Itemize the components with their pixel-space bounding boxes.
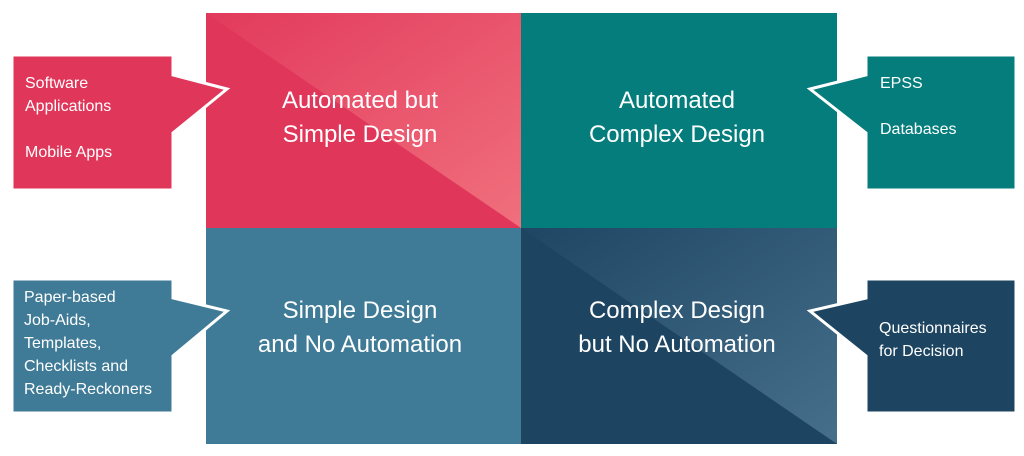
callout-bottom-right-box [806, 277, 1018, 415]
callout-bottom-left-line1: Paper-based [24, 289, 116, 306]
callout-top-right-box [806, 53, 1018, 192]
quadrant-bottom-right [521, 228, 837, 444]
quadrant-bottom-right-label-line1: Complex Design [588, 297, 766, 324]
callout-bottom-left-line4: Checklists and [24, 358, 129, 375]
callout-top-left-item1-line1: Software [25, 75, 89, 92]
callout-top-left-text: Software Applications Mobile Apps [25, 72, 112, 164]
callout-bottom-left-text: Paper-based Job-Aids, Templates, Checkli… [24, 286, 152, 401]
callout-bottom-right-line1: Questionnaires [879, 320, 987, 337]
callout-bottom-right-line2: for Decision [879, 343, 964, 360]
quadrant-bottom-right-highlight [521, 228, 837, 444]
quadrant-top-right-label: Automated Complex Design [562, 84, 792, 152]
quadrant-bottom-left-label-line1: Simple Design [282, 297, 438, 324]
callout-bottom-right-text: Questionnaires for Decision [879, 317, 987, 363]
quadrant-top-left-label-line1: Automated but [281, 87, 439, 114]
callout-bottom-left-box [10, 277, 231, 415]
quadrant-top-left-highlight [206, 13, 521, 228]
callout-top-right-text: EPSS Databases [880, 72, 957, 141]
callout-top-right-item2: Databases [880, 121, 957, 138]
callout-top-right-spacer [880, 95, 957, 118]
quadrant-bottom-left [206, 228, 521, 444]
callout-bottom-left-line5: Ready-Reckoners [24, 381, 153, 398]
quadrant-bottom-right-label-line2: but No Automation [578, 331, 776, 358]
callout-top-right-item1: EPSS [880, 75, 923, 92]
quadrant-top-left-label-line2: Simple Design [282, 121, 438, 148]
quadrant-bottom-left-label: Simple Design and No Automation [230, 294, 490, 362]
callout-top-left-item2: Mobile Apps [25, 144, 113, 161]
callout-top-left-item1-line2: Applications [25, 98, 112, 115]
quadrant-top-right [521, 13, 837, 228]
quadrant-bottom-left-label-line2: and No Automation [257, 331, 463, 358]
quadrant-bottom-right-label: Complex Design but No Automation [552, 294, 802, 362]
quadrant-top-right-label-line2: Complex Design [588, 121, 766, 148]
quadrant-top-right-label-line1: Automated [618, 87, 736, 114]
quadrant-top-left [206, 13, 521, 228]
callout-bottom-left-line3: Templates, [24, 335, 102, 352]
callout-top-left-box [10, 53, 231, 192]
callout-top-left-spacer [25, 118, 112, 141]
quadrant-top-left-label: Automated but Simple Design [245, 84, 475, 152]
callout-bottom-left-line2: Job-Aids, [24, 312, 91, 329]
